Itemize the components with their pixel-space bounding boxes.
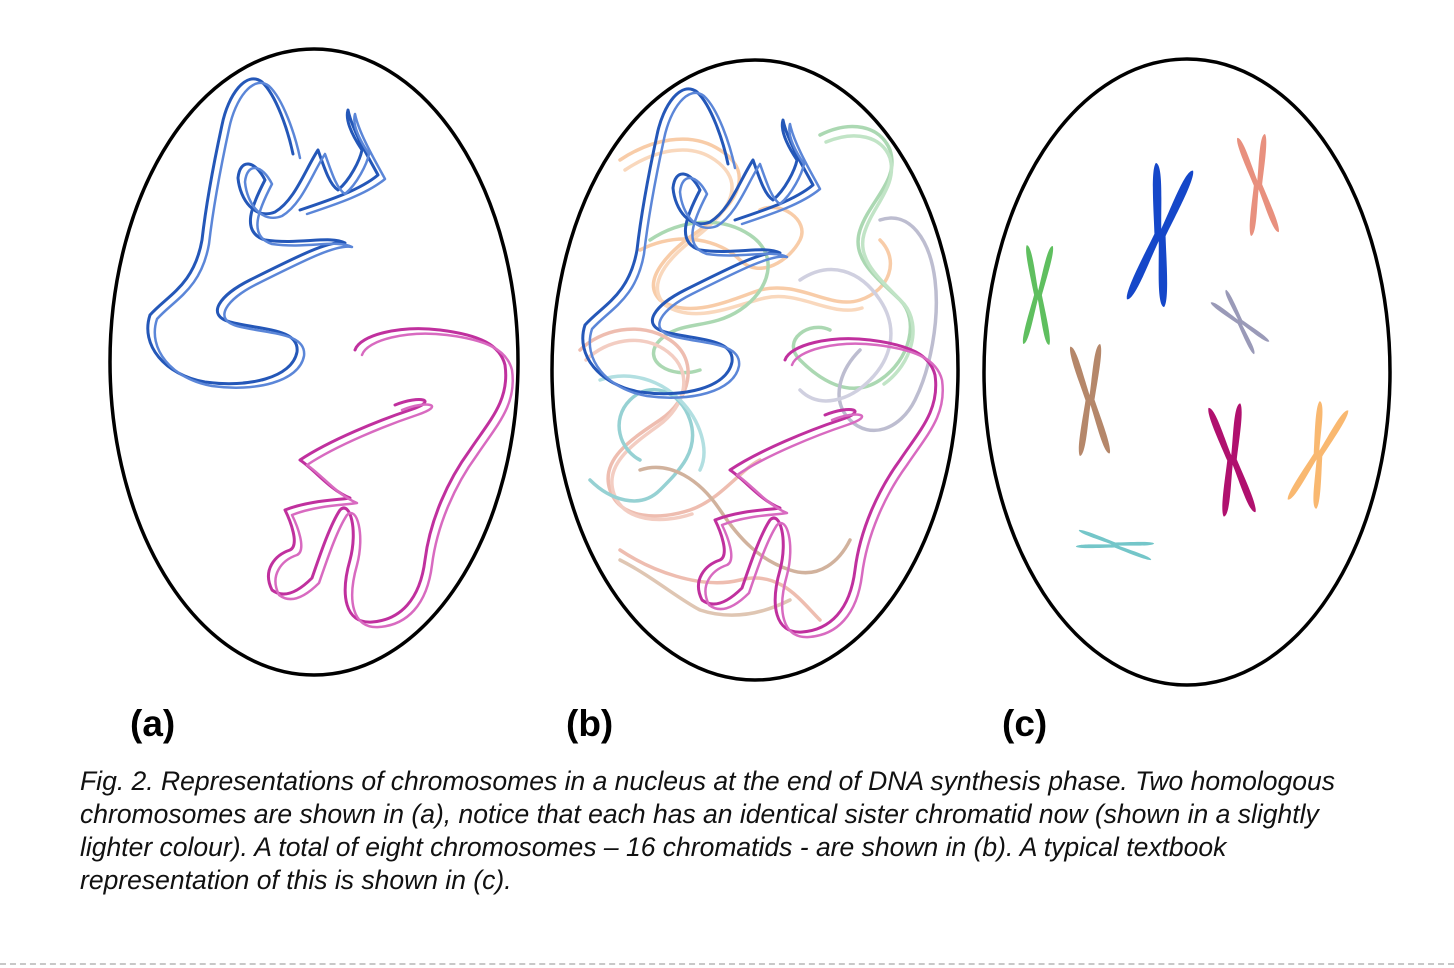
chromosome-green-c (1022, 245, 1054, 345)
page-divider (0, 963, 1454, 965)
panel-label-a: (a) (130, 703, 176, 744)
panel-label-c: (c) (1002, 703, 1048, 744)
chromosome-brown-c (1069, 343, 1111, 457)
nucleus-outline-a (108, 47, 520, 677)
panel-b (550, 58, 960, 682)
chromosome-magenta-c (1207, 403, 1257, 517)
blue-chromosome-a (146, 77, 387, 389)
chromosome-salmon-c (1236, 133, 1280, 237)
chromosome-blue-c (1126, 162, 1194, 308)
chromosome-orange-c (1287, 400, 1349, 510)
chromosome-figure (108, 47, 1392, 687)
nucleus-outline-c (982, 57, 1392, 687)
panel-label-b: (b) (566, 703, 614, 744)
panel-a (108, 47, 520, 677)
nucleus-outline-b (550, 58, 960, 682)
panel-c (982, 57, 1392, 687)
background-chromatids-b (578, 124, 939, 622)
blue-chromosome-b (581, 87, 822, 399)
figure-caption: Fig. 2. Representations of chromosomes i… (80, 766, 1335, 895)
magenta-chromosome-b (696, 337, 945, 639)
magenta-chromosome-a (266, 327, 515, 629)
chromosome-teal-c (1075, 529, 1155, 561)
chromosome-gray-c (1210, 289, 1270, 355)
